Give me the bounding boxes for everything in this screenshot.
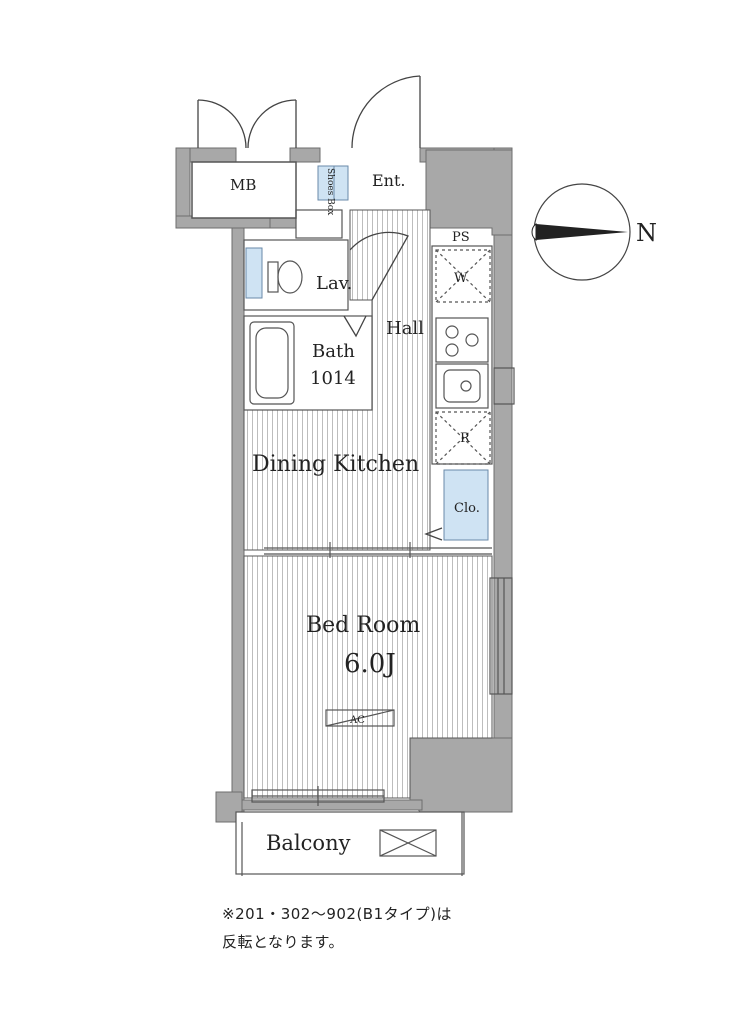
compass: N bbox=[531, 183, 657, 281]
room-labels: MB Shoes Box Ent. PS W Lav. Hall Bath 10… bbox=[230, 168, 480, 855]
hall-label: Hall bbox=[386, 318, 424, 339]
bedroom-size-label: 6.0J bbox=[344, 649, 396, 679]
bath-name-label: Bath bbox=[312, 341, 355, 362]
mb-label: MB bbox=[230, 176, 256, 194]
blue-fixtures bbox=[245, 165, 489, 541]
entrance-label: Ent. bbox=[372, 171, 406, 190]
bedroom-name-label: Bed Room bbox=[306, 613, 420, 638]
dining-kitchen-label: Dining Kitchen bbox=[252, 452, 419, 477]
balcony-label: Balcony bbox=[266, 831, 351, 855]
doors bbox=[197, 75, 443, 541]
refrigerator-label: R bbox=[460, 431, 471, 446]
room-fills bbox=[191, 161, 493, 875]
bath-size-label: 1014 bbox=[310, 368, 356, 389]
shoes-box-label: Shoes Box bbox=[325, 168, 335, 215]
lavatory-label: Lav. bbox=[316, 273, 352, 294]
reverse-note-line2: 反転となります。 bbox=[222, 933, 345, 951]
ps-label: PS bbox=[452, 230, 470, 245]
north-label: N bbox=[636, 219, 657, 247]
fixture-lines bbox=[241, 209, 515, 876]
aircon-label: AC bbox=[349, 715, 365, 726]
washer-label: W bbox=[454, 271, 468, 286]
reverse-note-line1: ※201・302～902(B1タイプ)は bbox=[222, 905, 452, 923]
closet-label: Clo. bbox=[454, 501, 480, 516]
